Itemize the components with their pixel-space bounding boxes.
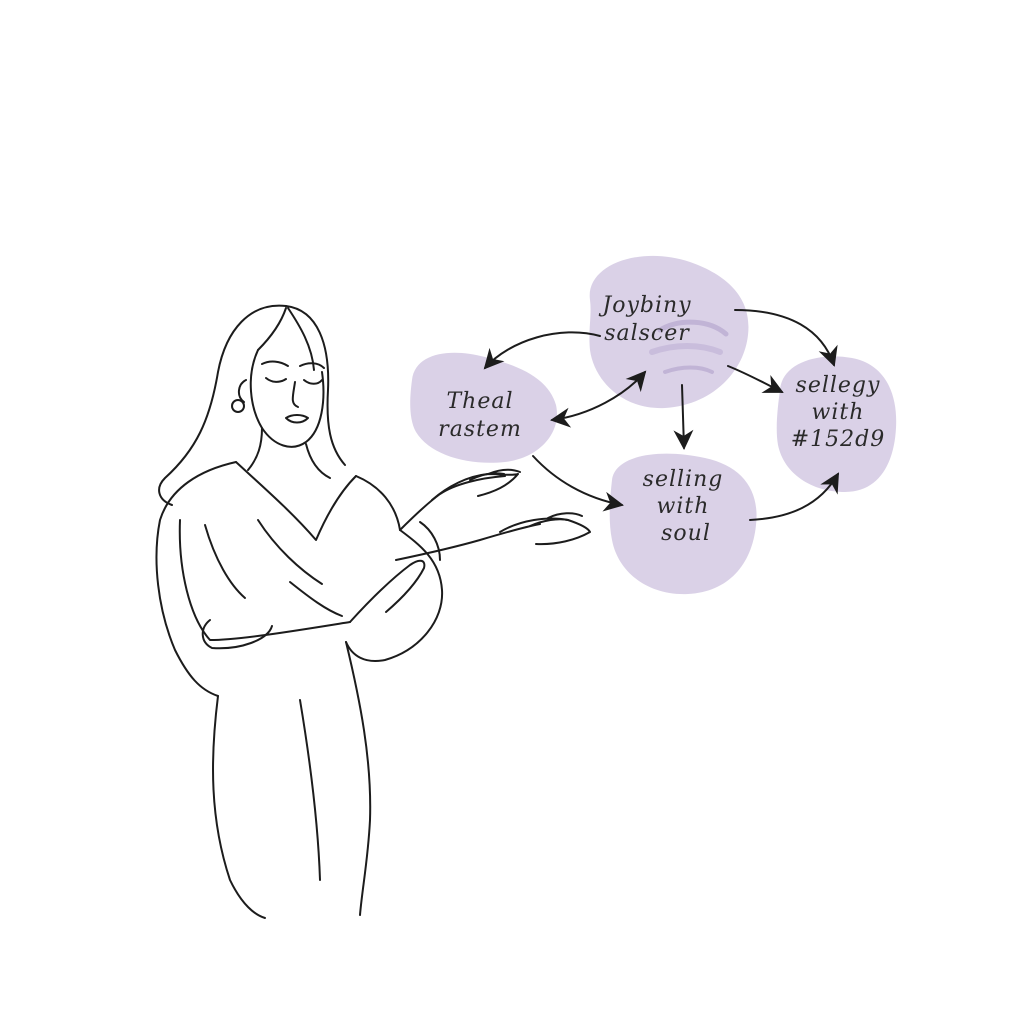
fingers-upper (469, 468, 521, 481)
cuff-left (201, 619, 273, 650)
flow-arrows (483, 309, 840, 521)
arm-left (178, 519, 351, 641)
palm-upper (431, 473, 519, 501)
lips (285, 414, 309, 424)
arrow-top-to-right-lower (727, 365, 784, 393)
node-center-line-1: selling (643, 467, 724, 492)
node-top-line-1: Joybiny (598, 293, 691, 318)
hair-right (285, 305, 346, 466)
sleeve-right (345, 529, 444, 662)
arrow-top-to-left (483, 331, 601, 370)
eye-right (303, 379, 323, 385)
ear (238, 379, 247, 403)
woman-presenting-illustration (155, 304, 591, 919)
node-labels: Joybiny salscer Theal rastem selling wit… (438, 293, 886, 546)
sleeve-cuff-right (419, 521, 441, 561)
node-right-line-2: with (812, 400, 865, 425)
node-left-line-2: rastem (438, 417, 522, 442)
arrow-center-to-right (749, 472, 840, 521)
torso-right (355, 475, 401, 531)
blob-group (410, 255, 897, 595)
node-right-line-1: sellegy (796, 373, 881, 398)
eyebrow-right (299, 362, 325, 369)
blob-center[interactable] (609, 453, 757, 595)
forearm-lower (395, 523, 541, 561)
node-left-line-1: Theal (446, 389, 513, 414)
earring (231, 399, 245, 413)
arrow-left-to-center (532, 455, 624, 512)
nose (291, 381, 299, 408)
collar (235, 461, 357, 541)
fold-3 (257, 519, 323, 585)
fold-2 (289, 581, 343, 617)
hand-body (349, 559, 426, 623)
arrow-top-to-center (673, 384, 694, 450)
palm-lower (499, 517, 591, 546)
node-center-line-2: with (657, 494, 710, 519)
arrow-left-top-double (550, 370, 647, 428)
node-center-line-3: soul (661, 521, 711, 546)
fingers-lower (529, 512, 583, 527)
eyebrow-left (261, 360, 289, 367)
node-top-line-2: salscer (604, 321, 690, 346)
neck-right (305, 443, 331, 479)
hair-part (257, 307, 287, 351)
forearm-upper (399, 475, 506, 531)
face-outline (249, 349, 325, 448)
skirt-left (212, 695, 266, 919)
skirt-fold (299, 699, 321, 881)
arrow-top-to-right-upper (734, 309, 838, 367)
smudge-mark (649, 319, 729, 374)
hair-outline (158, 304, 287, 506)
blob-left[interactable] (410, 352, 557, 463)
skirt-right (345, 641, 372, 916)
torso-left (155, 461, 237, 697)
fold-1 (204, 524, 246, 599)
eye-left (265, 377, 287, 383)
blob-right[interactable] (776, 356, 897, 492)
node-right-line-3: #152d9 (791, 427, 886, 452)
neck-left (247, 427, 263, 471)
